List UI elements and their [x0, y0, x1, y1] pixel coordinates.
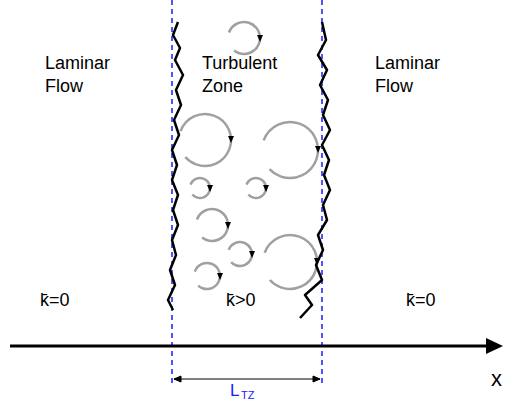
region-label: Laminar Flow [375, 52, 455, 99]
tke-label: k̄=0 [40, 291, 70, 309]
length-dimension [174, 376, 320, 382]
axis-label: x [491, 368, 502, 390]
zone-boundaries [172, 0, 322, 385]
region-label: Turbulent Zone [202, 52, 302, 99]
eddies [172, 17, 326, 296]
x-axis [10, 338, 503, 354]
length-subscript: TZ [241, 390, 254, 401]
length-symbol: L [230, 382, 239, 399]
region-label: Laminar Flow [45, 52, 125, 99]
turbulent-fronts [168, 22, 330, 318]
tke-label: k̄>0 [226, 291, 256, 309]
tke-label: k̄=0 [406, 291, 436, 309]
